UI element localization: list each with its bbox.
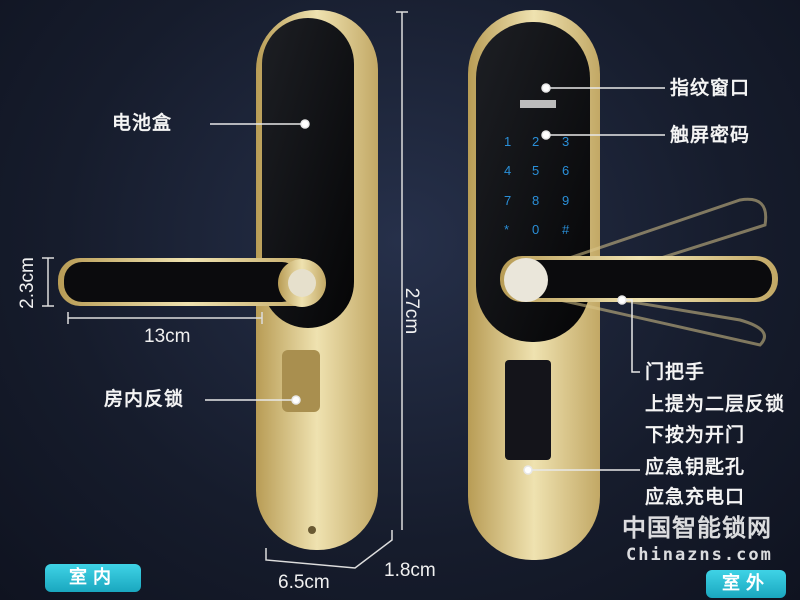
keypad-key: *: [504, 222, 510, 237]
keypad-key: 6: [562, 163, 570, 178]
keypad-key: 0: [532, 222, 540, 237]
dim-handle-height: 2.3cm: [16, 257, 38, 309]
label-touch-password: 触屏密码: [670, 124, 751, 146]
dimension-lines: [42, 11, 408, 569]
keypad-key: 1: [504, 134, 512, 149]
outdoor-handle: [500, 256, 778, 302]
outdoor-handle-ghosts: [539, 197, 768, 347]
label-emergency-keyhole: 应急钥匙孔: [645, 456, 746, 478]
watermark-title: 中国智能锁网: [622, 514, 772, 542]
keypad-key: 3: [562, 134, 570, 149]
badge-indoor: 室内: [45, 564, 141, 592]
label-fingerprint: 指纹窗口: [670, 77, 751, 99]
keypad-key: 2: [532, 134, 540, 149]
badge-outdoor: 室外: [706, 570, 786, 598]
dim-body-height: 27cm: [401, 287, 423, 335]
leader-lines: [205, 83, 665, 475]
keypad-key: 8: [532, 193, 540, 208]
indoor-handle: [58, 258, 326, 307]
label-battery-box: 电池盒: [112, 112, 173, 134]
dim-body-width: 6.5cm: [278, 572, 330, 593]
keypad-key: 4: [504, 163, 512, 178]
label-emergency-charge: 应急充电口: [645, 486, 746, 508]
label-indoor-lock: 房内反锁: [104, 388, 185, 410]
keypad-key: 9: [562, 193, 570, 208]
keypad-key: 7: [504, 193, 512, 208]
keypad-key: #: [562, 222, 570, 237]
label-handle-down: 下按为开门: [645, 424, 746, 446]
watermark-url: Chinazns.com: [626, 545, 773, 565]
dim-body-depth: 1.8cm: [384, 560, 436, 581]
dim-handle-length: 13cm: [144, 326, 191, 347]
keypad-key: 5: [532, 163, 540, 178]
label-handle-up: 上提为二层反锁: [645, 393, 786, 415]
label-handle: 门把手: [645, 361, 706, 383]
